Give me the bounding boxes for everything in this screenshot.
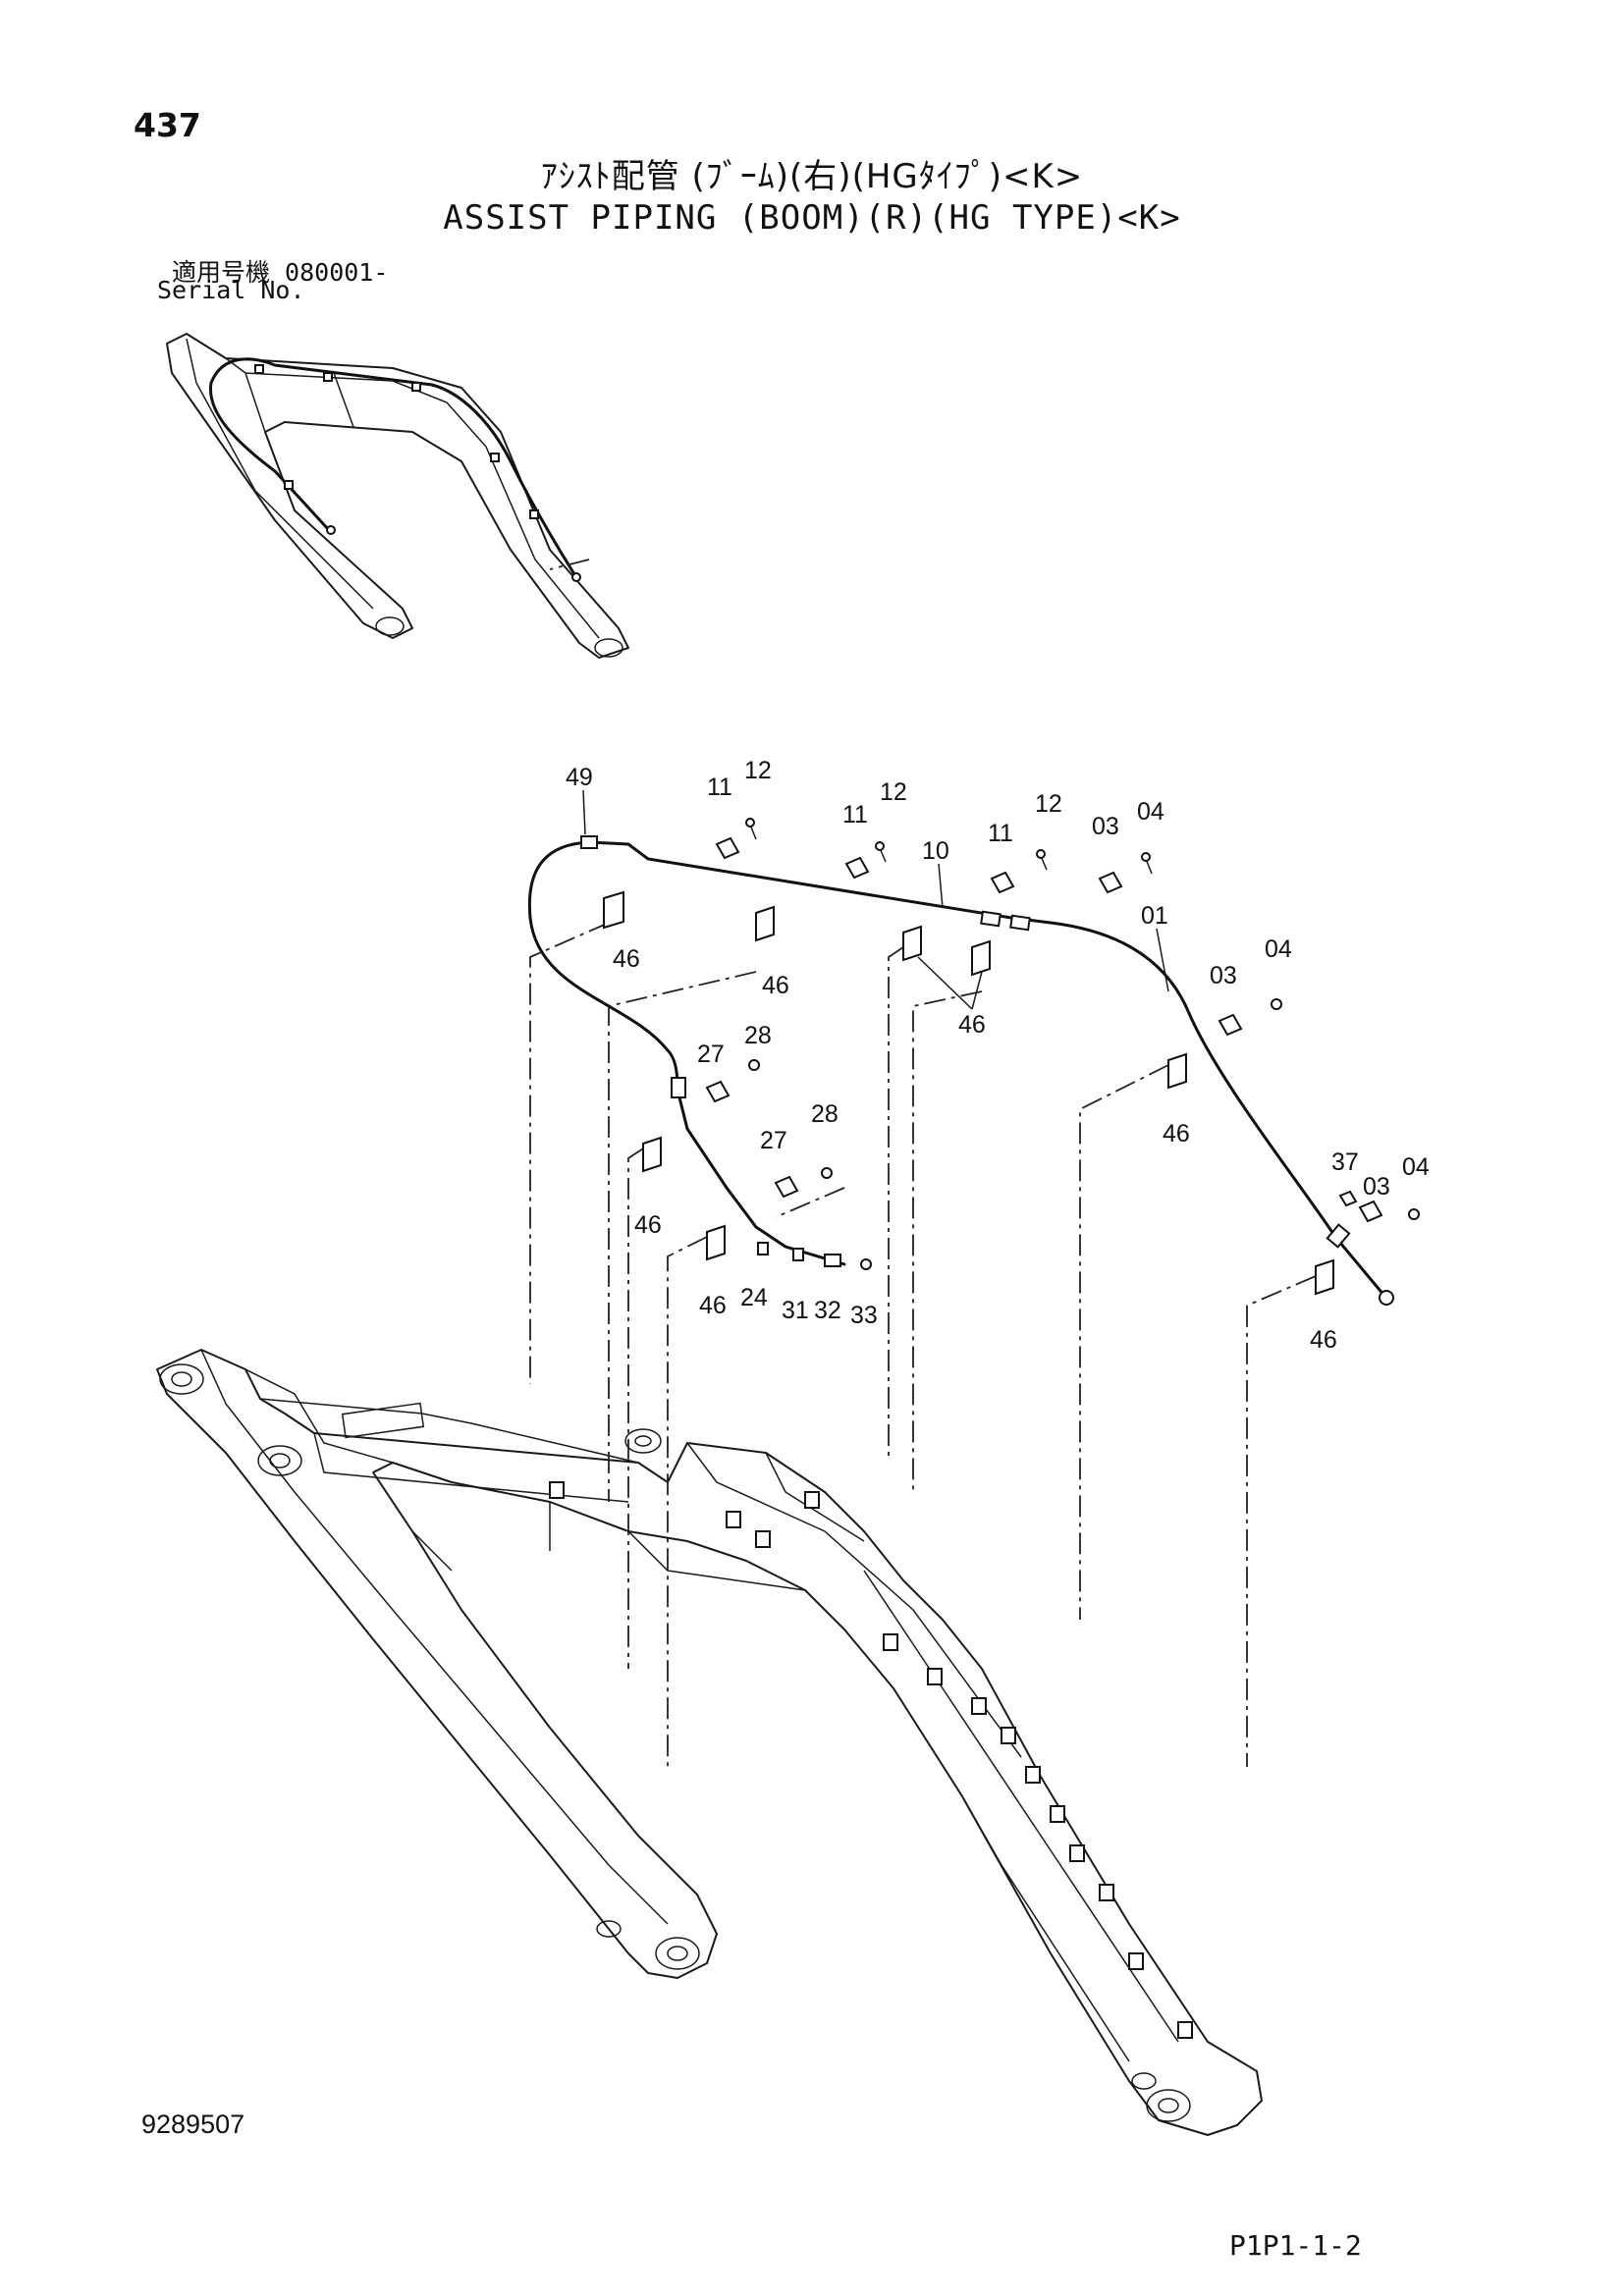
callout-27: 27: [697, 1041, 725, 1068]
callout-11: 11: [988, 820, 1013, 847]
overview-boom-thumbnail: [166, 333, 629, 659]
callout-12: 12: [880, 778, 907, 806]
hose-49: [527, 840, 679, 1092]
callout-31: 31: [782, 1297, 809, 1324]
callout-46: 46: [613, 945, 640, 973]
callout-28: 28: [744, 1022, 772, 1049]
callout-labels: 49 11 12 11 12 10 11 12 03 04 01 03 04 4…: [566, 757, 1430, 1354]
serial-label-japanese: 適用号機 080001-: [172, 258, 389, 287]
callout-28: 28: [811, 1100, 839, 1128]
callout-46: 46: [762, 972, 789, 999]
callout-11: 11: [842, 801, 868, 828]
hose-assembly: [527, 835, 1394, 1306]
callout-46: 46: [958, 1011, 986, 1039]
callout-24: 24: [740, 1284, 768, 1311]
serial-label-english: Serial No.: [157, 276, 305, 304]
callout-49: 49: [566, 764, 593, 791]
callout-01: 01: [1141, 902, 1168, 930]
callout-37: 37: [1331, 1148, 1359, 1176]
page-number: 437: [134, 106, 201, 144]
boom-assembly: [156, 1349, 1263, 2136]
callout-46: 46: [634, 1211, 662, 1239]
callout-33: 33: [850, 1302, 878, 1329]
callout-03: 03: [1363, 1173, 1390, 1201]
title-japanese: ｱｼｽﾄ配管 (ﾌﾞｰﾑ)(右)(HGﾀｲﾌﾟ)<K>: [540, 157, 1084, 196]
callout-11: 11: [707, 774, 732, 801]
document-code: 9289507: [141, 2109, 245, 2139]
hardware-parts: [603, 818, 1420, 1296]
title-english: ASSIST PIPING (BOOM)(R)(HG TYPE)<K>: [443, 198, 1181, 238]
callout-46: 46: [699, 1292, 727, 1319]
callout-10: 10: [922, 837, 949, 865]
callout-46: 46: [1310, 1326, 1337, 1354]
callout-32: 32: [814, 1297, 841, 1324]
callout-04: 04: [1402, 1153, 1430, 1181]
page-reference: P1P1-1-2: [1229, 2229, 1362, 2262]
callout-04: 04: [1137, 798, 1164, 826]
callout-03: 03: [1092, 813, 1119, 840]
callout-46: 46: [1163, 1120, 1190, 1148]
callout-04: 04: [1265, 935, 1292, 963]
callout-27: 27: [760, 1127, 787, 1154]
callout-12: 12: [744, 757, 772, 784]
callout-03: 03: [1210, 962, 1237, 989]
callout-12: 12: [1035, 790, 1062, 818]
